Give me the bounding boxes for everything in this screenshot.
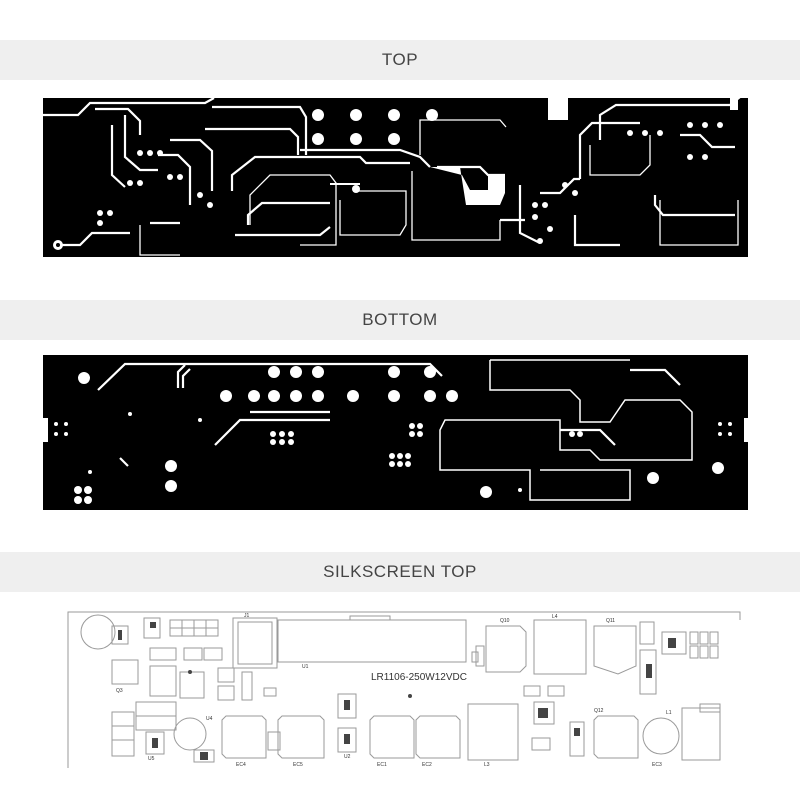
silk-marks xyxy=(118,622,676,760)
label-q10: Q10 xyxy=(500,618,510,624)
top-board-outline xyxy=(43,98,748,257)
bottom-pour-outlines xyxy=(439,359,693,501)
section-title-silkscreen: SILKSCREEN TOP xyxy=(323,562,477,581)
label-ec3: EC3 xyxy=(652,762,662,768)
silk-outlines xyxy=(67,611,741,768)
label-q3: Q3 xyxy=(116,688,123,694)
label-q12: Q12 xyxy=(594,708,604,714)
label-u2: U2 xyxy=(344,754,351,760)
section-title-bottom: BOTTOM xyxy=(362,310,438,329)
section-header-top: TOP xyxy=(0,40,800,80)
bottom-traces xyxy=(97,362,681,467)
section-header-silkscreen: SILKSCREEN TOP xyxy=(0,552,800,592)
section-header-bottom: BOTTOM xyxy=(0,300,800,340)
label-l1: L1 xyxy=(666,710,672,716)
bottom-copper-layer xyxy=(40,355,752,510)
top-pour-outlines xyxy=(139,119,739,256)
label-u5: U5 xyxy=(148,756,155,762)
top-copper-layer xyxy=(43,96,748,257)
label-ec5: EC5 xyxy=(293,762,303,768)
silk-text: LR1106-250W12VDC J1 U1 Q10 L4 Q11 EC4 EC… xyxy=(116,613,672,768)
bottom-board-outline xyxy=(43,355,748,510)
board-title: LR1106-250W12VDC xyxy=(371,672,467,683)
label-l4: L4 xyxy=(552,614,558,620)
section-title-top: TOP xyxy=(381,50,419,69)
bottom-pads xyxy=(54,366,732,504)
label-u4: U4 xyxy=(206,716,213,722)
silkscreen-layer: LR1106-250W12VDC J1 U1 Q10 L4 Q11 EC4 EC… xyxy=(67,611,741,768)
label-u1: U1 xyxy=(302,664,309,670)
label-q11: Q11 xyxy=(606,618,615,624)
label-ec4: EC4 xyxy=(236,762,246,768)
label-ec1: EC1 xyxy=(377,762,387,768)
top-clearances xyxy=(330,98,738,205)
label-ec2: EC2 xyxy=(422,762,432,768)
label-j1: J1 xyxy=(244,613,250,619)
label-l3: L3 xyxy=(484,762,490,768)
